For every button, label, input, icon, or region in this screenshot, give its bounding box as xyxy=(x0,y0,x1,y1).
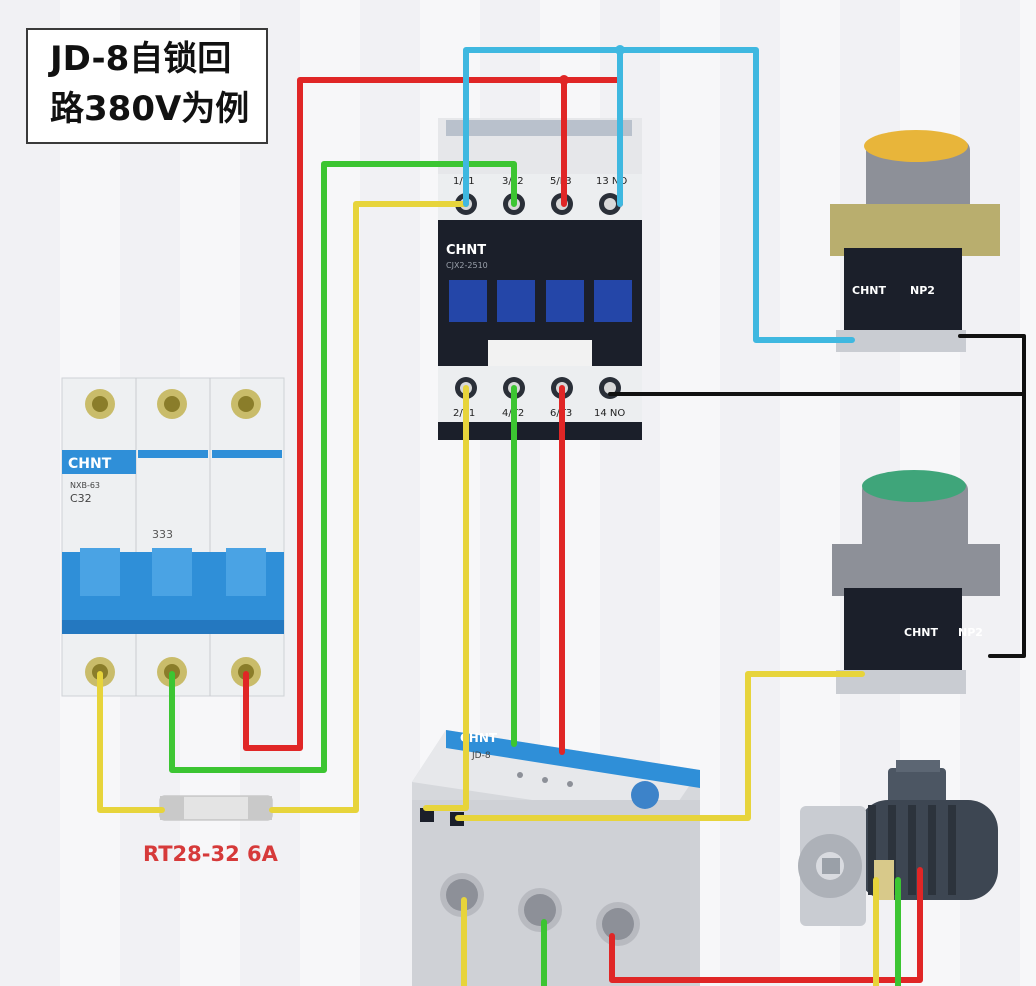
motor xyxy=(798,760,998,926)
start-button: CHNT NP2 xyxy=(832,470,1000,694)
wire-red-motor xyxy=(609,867,923,983)
wire-yellow-fuse-in xyxy=(97,671,165,813)
breaker-digits: 333 xyxy=(152,528,173,541)
stop-button-cap xyxy=(864,130,968,162)
start-button-model: NP2 xyxy=(958,626,983,639)
jd8-protector: CHNT JD-8 xyxy=(412,730,700,986)
start-button-cap xyxy=(862,470,966,502)
breaker-rating: C32 xyxy=(70,492,92,505)
fuse-label: RT28-32 6A xyxy=(143,842,278,866)
wire-black-start xyxy=(988,392,1026,658)
contactor: CHNT CJX2-2510 1/L1 3/L2 5/L3 13 NO 2/T1… xyxy=(438,118,642,440)
contactor-terminal-top-3: 5/L3 xyxy=(550,176,572,187)
fuse xyxy=(159,795,273,821)
wire-yellow-control xyxy=(455,671,865,821)
stop-button-model: NP2 xyxy=(910,284,935,297)
breaker-model: NXB-63 xyxy=(70,481,100,490)
wires xyxy=(97,45,1026,986)
title-box: JD-8自锁回 路380V为例 xyxy=(26,28,268,144)
circuit-breaker: CHNT NXB-63 C32 333 xyxy=(61,377,285,697)
protector-brand: CHNT xyxy=(460,731,498,745)
wire-blue-control xyxy=(463,47,855,343)
wire-green-l2 xyxy=(169,161,517,773)
wire-black-14no xyxy=(608,334,1026,396)
wire-yellow-l1 xyxy=(269,201,469,813)
title-line-1: JD-8自锁回 xyxy=(50,39,232,79)
breaker-brand: CHNT xyxy=(68,456,112,472)
wire-yellow-t1 xyxy=(423,385,469,811)
contactor-brand: CHNT xyxy=(446,243,486,258)
protector-model: JD-8 xyxy=(471,751,491,761)
wire-red-l3 xyxy=(243,77,567,751)
stop-button: CHNT NP2 xyxy=(830,130,1000,352)
stop-button-brand: CHNT xyxy=(852,284,886,297)
contactor-model: CJX2-2510 xyxy=(446,261,488,270)
contactor-terminal-bottom-4: 14 NO xyxy=(594,408,625,419)
start-button-brand: CHNT xyxy=(904,626,938,639)
title-line-2: 路380V为例 xyxy=(50,89,250,129)
contactor-terminal-top-4: 13 NO xyxy=(596,176,627,187)
